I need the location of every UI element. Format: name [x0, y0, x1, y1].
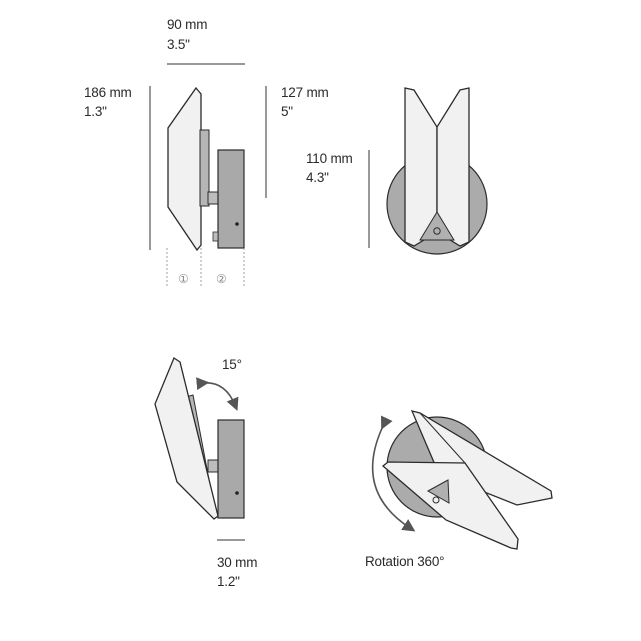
side-wall-base [217, 149, 245, 249]
depth-mm-label: 30 mm [217, 555, 258, 570]
depth-in-label: 1.2" [217, 574, 240, 589]
disc-height-mm-label: 110 mm [306, 151, 353, 166]
disc-height-in-label: 4.3" [306, 170, 329, 185]
height-mm-label: 186 mm [84, 85, 132, 100]
rotation-screw [432, 496, 440, 504]
front-view [368, 87, 488, 255]
part-one-marker: ① [178, 272, 189, 286]
side-switch [212, 231, 219, 242]
width-in-label: 3.5" [167, 37, 190, 52]
tilt-arrow [196, 377, 239, 411]
front-screw [433, 227, 441, 235]
tilt-stem [207, 459, 220, 473]
tilt-angle-label: 15° [222, 357, 242, 372]
mount-height-mm-label: 127 mm [281, 85, 329, 100]
mount-height-in-label: 5" [281, 104, 293, 119]
tilt-screw [235, 491, 239, 495]
rotation-view [371, 410, 553, 550]
side-view [149, 63, 267, 287]
part-two-marker: ② [216, 272, 227, 286]
side-screw [235, 222, 239, 226]
rotation-arrow [371, 415, 416, 532]
width-mm-label: 90 mm [167, 17, 208, 32]
side-stem [207, 191, 219, 205]
tilt-shade [154, 357, 219, 520]
front-joint [419, 211, 455, 241]
side-spacer-plate [199, 129, 210, 207]
rotation-joint [426, 479, 450, 504]
tilt-wall-base [217, 419, 245, 519]
rotation-label: Rotation 360° [365, 554, 445, 569]
tilt-view [154, 357, 245, 541]
rotation-spine [419, 412, 466, 464]
side-shade [167, 86, 202, 252]
height-in-label: 1.3" [84, 104, 107, 119]
